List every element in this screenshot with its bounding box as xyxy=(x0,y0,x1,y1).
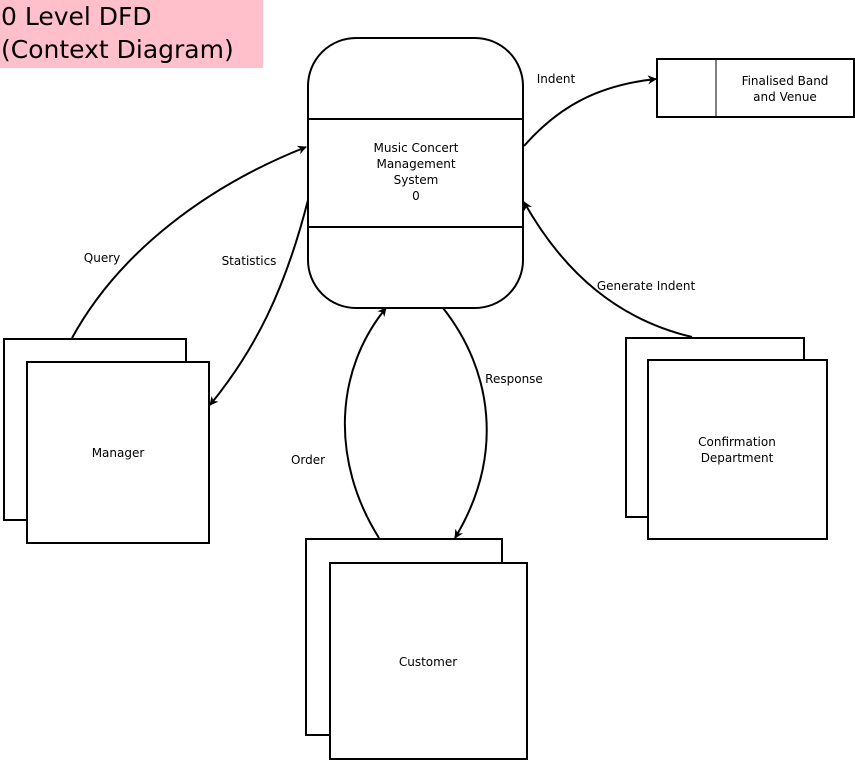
flow-indent-label: Indent xyxy=(537,72,576,86)
entity-customer[interactable]: Customer xyxy=(305,538,528,760)
entity-manager[interactable]: Manager xyxy=(3,338,210,544)
process-name-line-1: Music Concert xyxy=(374,141,459,155)
entity-manager-label: Manager xyxy=(92,446,145,460)
flow-order-label: Order xyxy=(291,453,325,467)
process-name-line-2: Management xyxy=(376,157,455,171)
diagram-title: 0 Level DFD (Context Diagram) xyxy=(0,0,263,68)
flow-response-arrow[interactable] xyxy=(442,307,488,539)
title-line-2: (Context Diagram) xyxy=(1,35,234,64)
flow-statistics-arrow[interactable] xyxy=(209,199,309,406)
flow-generate-indent-arrow[interactable] xyxy=(523,201,693,338)
flow-statistics-label: Statistics xyxy=(222,254,277,268)
entity-confirmation-label-line-2: Department xyxy=(701,451,774,465)
title-line-1: 0 Level DFD xyxy=(1,2,152,31)
process-name-line-3: System xyxy=(394,173,439,187)
flow-response-label: Response xyxy=(485,372,543,386)
flow-query-arrow[interactable] xyxy=(71,145,307,339)
entity-customer-label: Customer xyxy=(399,655,457,669)
process-number: 0 xyxy=(412,189,420,203)
flow-order-arrow[interactable] xyxy=(343,307,387,539)
entity-confirmation-label-line-1: Confirmation xyxy=(698,435,776,449)
flow-indent-arrow[interactable] xyxy=(523,75,657,147)
process-music-concert-management-system[interactable]: Music Concert Management System 0 xyxy=(307,37,524,309)
flow-query-label: Query xyxy=(84,251,120,265)
datastore-finalised-band-venue[interactable]: Finalised Band and Venue xyxy=(656,58,855,118)
entity-confirmation-department[interactable]: Confirmation Department xyxy=(625,337,828,540)
datastore-label-line-1: Finalised Band xyxy=(742,74,829,88)
datastore-label-line-2: and Venue xyxy=(753,90,817,104)
flow-generate-indent-label: Generate Indent xyxy=(597,279,696,293)
